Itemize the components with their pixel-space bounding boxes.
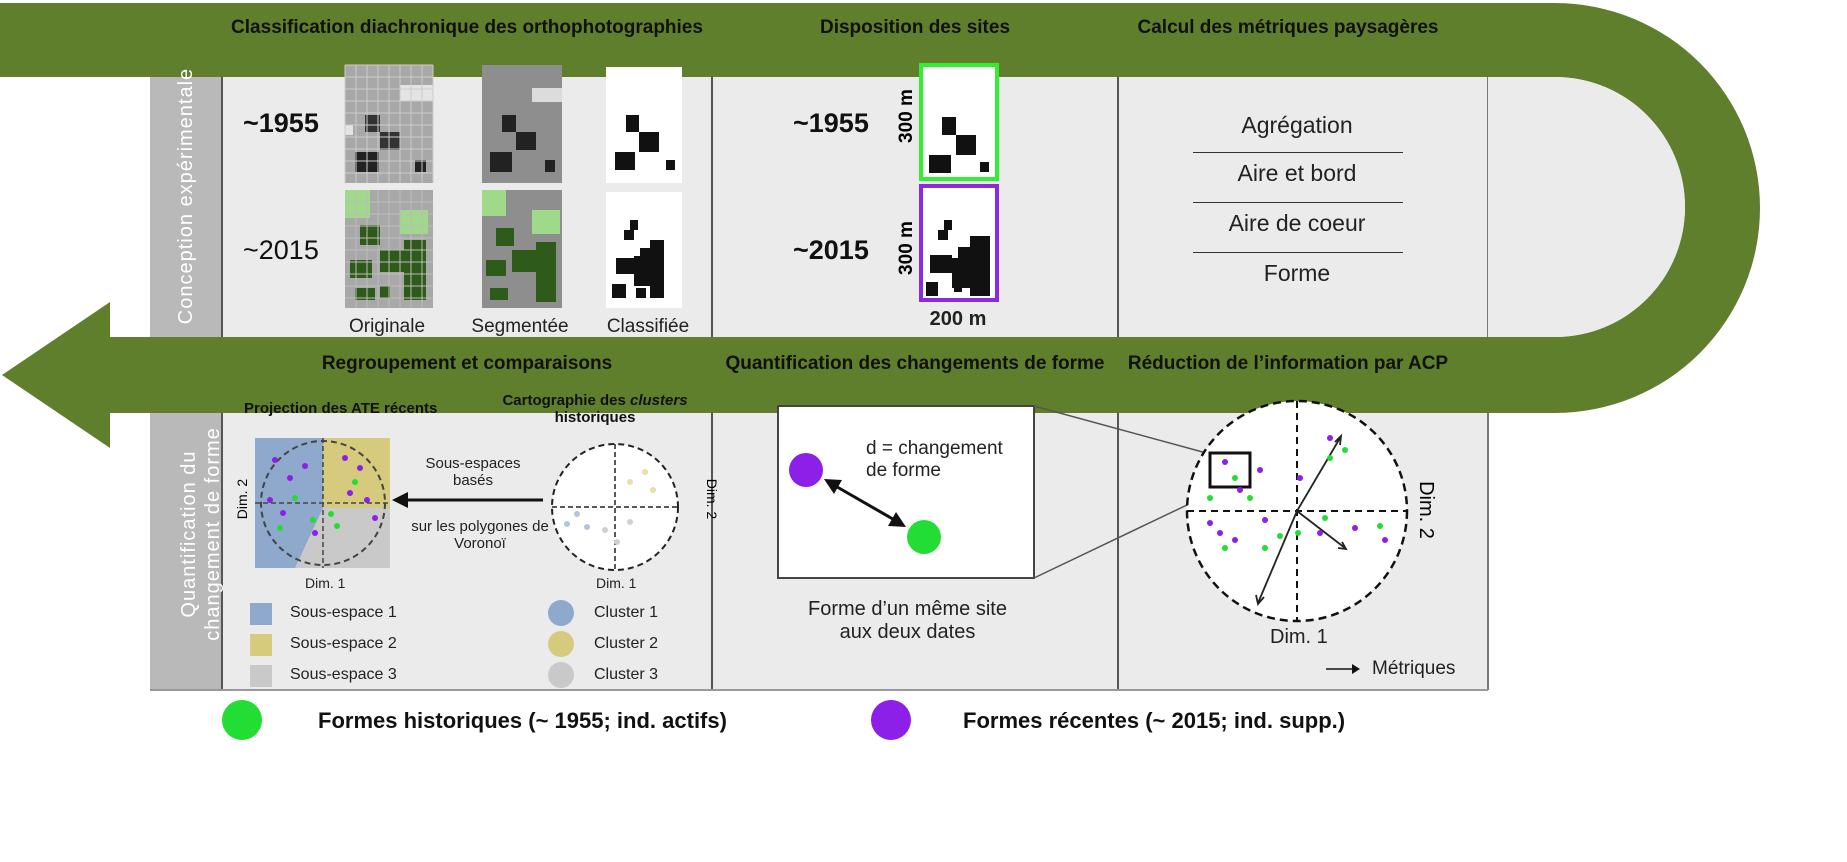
width-label: 200 m (929, 308, 987, 330)
legend-recent-dot (871, 700, 911, 740)
grid-classifiee-2015 (606, 192, 682, 308)
site-year-1955-label: ~1955 (793, 108, 869, 138)
caption-originale: Originale (348, 316, 426, 337)
carto-title: Cartographie des clusters historiques (502, 392, 688, 426)
grid-segmentee-1955 (482, 65, 562, 183)
legend-subspace-3: Sous-espace 3 (290, 666, 397, 683)
cluster-dim2-label: Dim. 2 (704, 478, 720, 520)
legend-historic-dot (222, 700, 262, 740)
orthophoto-grids (344, 64, 682, 308)
grid-classifiee-1955 (606, 67, 682, 183)
title-regroupement: Regroupement et comparaisons (321, 353, 613, 374)
legend-subspace-1: Sous-espace 1 (290, 604, 397, 621)
caption-classifiee: Classifiée (606, 316, 690, 337)
site-frames (919, 63, 999, 302)
metric-divider-2 (1193, 202, 1403, 203)
projection-plot (255, 438, 390, 568)
metric-agregation: Agrégation (1241, 112, 1353, 138)
year-2015-label: ~2015 (243, 235, 319, 265)
legend-cluster-2: Cluster 2 (594, 635, 659, 652)
legend-recent-text: Formes récentes (~ 2015; ind. supp.) (963, 708, 1346, 733)
metriques-arrow-icon (1326, 664, 1360, 674)
pca-dim2-label: Dim. 2 (1415, 481, 1437, 539)
legend-historic-text: Formes historiques (~ 1955; ind. actifs) (318, 708, 727, 733)
legend-cluster-1: Cluster 1 (594, 604, 659, 621)
legend-cluster-2-swatch (548, 631, 574, 657)
year-1955-label: ~1955 (243, 108, 319, 138)
legend-cluster-1-swatch (548, 600, 574, 626)
change-label: d = changement de forme (866, 438, 1003, 481)
legend-subspace-1-swatch (250, 603, 272, 625)
metric-forme: Forme (1263, 260, 1331, 286)
projection-title: Projection des ATE récents (244, 400, 438, 417)
side-label-quantification: Quantification du changement de forme (178, 427, 224, 641)
grid-originale-2015 (345, 190, 433, 308)
projection-dim2-label: Dim. 2 (234, 478, 250, 520)
cluster-dim1-label: Dim. 1 (596, 575, 637, 591)
cluster-map (551, 443, 679, 571)
legend-cluster-3: Cluster 3 (594, 666, 659, 683)
side-label-conception: Conception expérimentale (175, 67, 197, 325)
metriques-label: Métriques (1372, 658, 1456, 679)
top-panel-side (150, 55, 222, 337)
shape-change-box (777, 405, 1211, 579)
arrow-band (0, 3, 1760, 448)
title-reduction-acp: Réduction de l’information par ACP (1127, 353, 1449, 374)
legend-subspace-2: Sous-espace 2 (290, 635, 397, 652)
title-metrics: Calcul des métriques paysagères (1137, 17, 1439, 38)
metric-aire-coeur: Aire de coeur (1228, 210, 1366, 236)
pca-dim1-label: Dim. 1 (1270, 626, 1328, 648)
title-quantification: Quantification des changements de forme (725, 353, 1105, 374)
metric-divider-1 (1193, 152, 1403, 153)
bottom-panel-side (150, 378, 222, 690)
title-disposition: Disposition des sites (819, 17, 1011, 38)
voronoi-text: sur les polygones de Voronoï (411, 518, 549, 552)
grid-segmentee-2015 (482, 190, 562, 308)
subspaces-text: Sous-espaces basés (425, 455, 521, 489)
legend-cluster-3-swatch (548, 662, 574, 688)
projection-dim1-label: Dim. 1 (305, 575, 346, 591)
subspace-arrow (392, 492, 543, 508)
same-site-label: Forme d’un même site aux deux dates (808, 598, 1007, 643)
metric-aire-bord: Aire et bord (1237, 160, 1357, 186)
caption-segmentee: Segmentée (471, 316, 569, 337)
title-classification: Classification diachronique des orthopho… (231, 17, 703, 38)
legend-subspace-2-swatch (250, 634, 272, 656)
metric-divider-3 (1193, 252, 1403, 253)
legend-subspace-3-swatch (250, 665, 272, 687)
pca-circle (1185, 399, 1409, 623)
height-label-2015: 300 m (896, 221, 917, 275)
height-label-1955: 300 m (896, 89, 917, 143)
grid-originale-1955 (344, 64, 434, 183)
site-year-2015-label: ~2015 (793, 235, 869, 265)
